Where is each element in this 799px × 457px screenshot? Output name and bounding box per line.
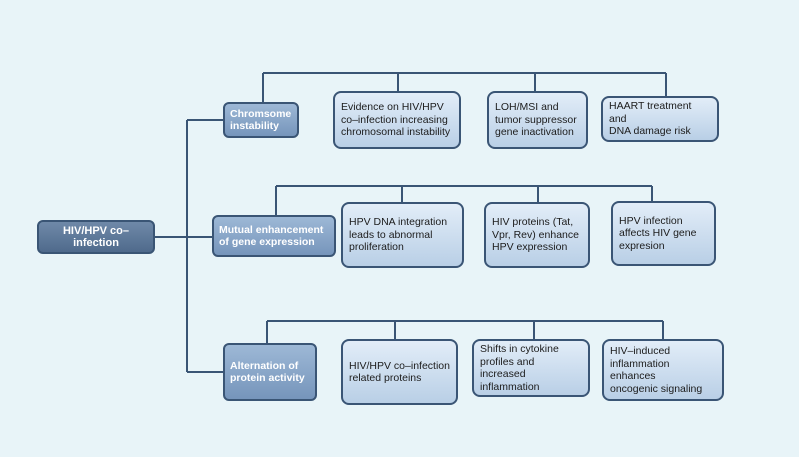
- leaf-label: HIV proteins (Tat, Vpr, Rev) enhance HPV…: [492, 216, 579, 254]
- leaf-node: HIV/HPV co–infection related proteins: [341, 339, 458, 405]
- leaf-label: HAART treatment and DNA damage risk: [609, 100, 692, 138]
- leaf-node: Evidence on HIV/HPV co–infection increas…: [333, 91, 461, 149]
- leaf-node: HIV proteins (Tat, Vpr, Rev) enhance HPV…: [484, 202, 590, 268]
- category-label: Chromsome instability: [230, 108, 292, 132]
- category-chromosome-instability: Chromsome instability: [223, 102, 299, 138]
- category-label: Mutual enhancement of gene expression: [219, 224, 324, 248]
- leaf-node: HAART treatment and DNA damage risk: [601, 96, 719, 142]
- leaf-label: HPV infection affects HIV gene expresion: [619, 214, 697, 252]
- leaf-label: Shifts in cytokine profiles and increase…: [480, 343, 559, 393]
- leaf-node: HIV–induced inflammation enhances oncoge…: [602, 339, 724, 401]
- leaf-node: LOH/MSI and tumor suppressor gene inacti…: [487, 91, 588, 149]
- category-protein-activity: Alternation of protein activity: [223, 343, 317, 401]
- leaf-label: HIV–induced inflammation enhances oncoge…: [610, 345, 703, 395]
- root-node: HIV/HPV co–infection: [37, 220, 155, 254]
- leaf-node: HPV DNA integration leads to abnormal pr…: [341, 202, 464, 268]
- root-label: HIV/HPV co–infection: [62, 225, 130, 249]
- leaf-label: Evidence on HIV/HPV co–infection increas…: [341, 101, 451, 139]
- category-gene-expression: Mutual enhancement of gene expression: [212, 215, 336, 257]
- leaf-label: LOH/MSI and tumor suppressor gene inacti…: [495, 101, 577, 139]
- leaf-node: Shifts in cytokine profiles and increase…: [472, 339, 590, 397]
- leaf-label: HPV DNA integration leads to abnormal pr…: [349, 216, 448, 254]
- leaf-label: HIV/HPV co–infection related proteins: [349, 359, 450, 385]
- category-label: Alternation of protein activity: [230, 360, 305, 384]
- leaf-node: HPV infection affects HIV gene expresion: [611, 201, 716, 266]
